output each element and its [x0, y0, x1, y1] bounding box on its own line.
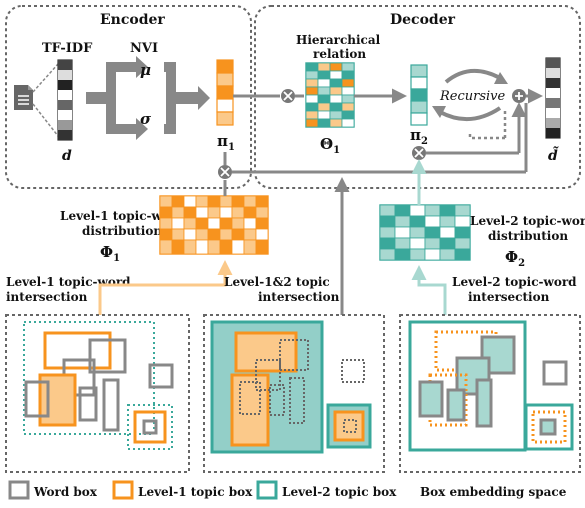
level1-inter-line1: Level-1 topic-word	[6, 275, 131, 289]
legend-level1-swatch	[112, 480, 134, 500]
doc-label: d	[62, 148, 72, 164]
pi1-vector	[216, 59, 234, 126]
relation-label: relation	[313, 47, 366, 61]
box-panel-level1-content	[23, 321, 174, 450]
encoder-title: Encoder	[100, 12, 165, 28]
level2-dist-line1: Level-2 topic-word	[470, 214, 585, 228]
box-panel-level2-content	[408, 320, 574, 452]
legend-word-box-label: Word box	[33, 485, 98, 499]
level1-inter-arrow	[98, 260, 233, 315]
document-icon	[14, 85, 33, 110]
decoder-panel	[254, 5, 581, 189]
phi2-label: Φ2	[505, 248, 525, 269]
recursive-label: Recursive	[439, 89, 506, 104]
level1-dist-line1: Level-1 topic-word	[60, 209, 185, 223]
level12-inter-line1: Level-1&2 topic	[224, 275, 330, 289]
legend-word-box-swatch	[8, 480, 30, 500]
doc-connector-bottom	[32, 103, 59, 137]
pi1-label: π1	[217, 132, 235, 153]
feedback-dashed-line	[468, 132, 505, 140]
decoder-title: Decoder	[390, 12, 456, 28]
sigma-label: σ	[140, 110, 152, 128]
legend-level1-label: Level-1 topic box	[138, 485, 253, 499]
dtilde-label: d̃	[548, 144, 559, 164]
recursive-loop-icon	[439, 69, 502, 122]
level2-inter-arrow	[411, 265, 447, 315]
level1-inter-line2: intersection	[6, 290, 88, 304]
output-vector	[545, 57, 561, 139]
level2-dist-line2: distribution	[488, 229, 568, 243]
phi2-matrix	[379, 204, 471, 261]
recursive-arrowhead-top	[494, 72, 508, 84]
legend-level2-swatch	[256, 480, 278, 500]
mu-label: μ	[140, 61, 151, 79]
pi2-label: π2	[410, 126, 428, 147]
nvi-label: NVI	[130, 41, 158, 56]
nvi-block	[86, 56, 210, 140]
recursive-arrowhead-bottom	[432, 106, 446, 118]
box-panel-level2	[399, 314, 581, 473]
multiply-node-3	[218, 165, 232, 179]
box-panel-level12-content	[210, 320, 372, 454]
pi2-vector	[410, 64, 428, 126]
theta1-label: Θ1	[320, 135, 340, 156]
phi1-label: Φ1	[100, 243, 120, 264]
multiply-node-1	[281, 89, 295, 103]
level12-inter-line2: intersection	[258, 290, 340, 304]
tfidf-label: TF-IDF	[42, 41, 93, 56]
hierarchical-label: Hierarchical	[296, 33, 381, 47]
theta1-matrix	[305, 62, 355, 128]
legend-level2-label: Level-2 topic box	[282, 485, 397, 499]
level2-inter-line2: intersection	[468, 290, 550, 304]
phi1-matrix	[159, 195, 269, 255]
encoder-panel	[5, 5, 252, 189]
level2-inter-line1: Level-2 topic-word	[452, 275, 577, 289]
sum-node	[512, 89, 526, 103]
level1-dist-line2: distribution	[82, 224, 162, 238]
multiply-node-2	[412, 146, 426, 160]
tfidf-vector	[57, 59, 73, 141]
box-panel-level12	[203, 314, 385, 473]
doc-connector-top	[32, 63, 59, 93]
box-panel-level1	[5, 314, 190, 473]
legend-space-label: Box embedding space	[420, 485, 567, 499]
